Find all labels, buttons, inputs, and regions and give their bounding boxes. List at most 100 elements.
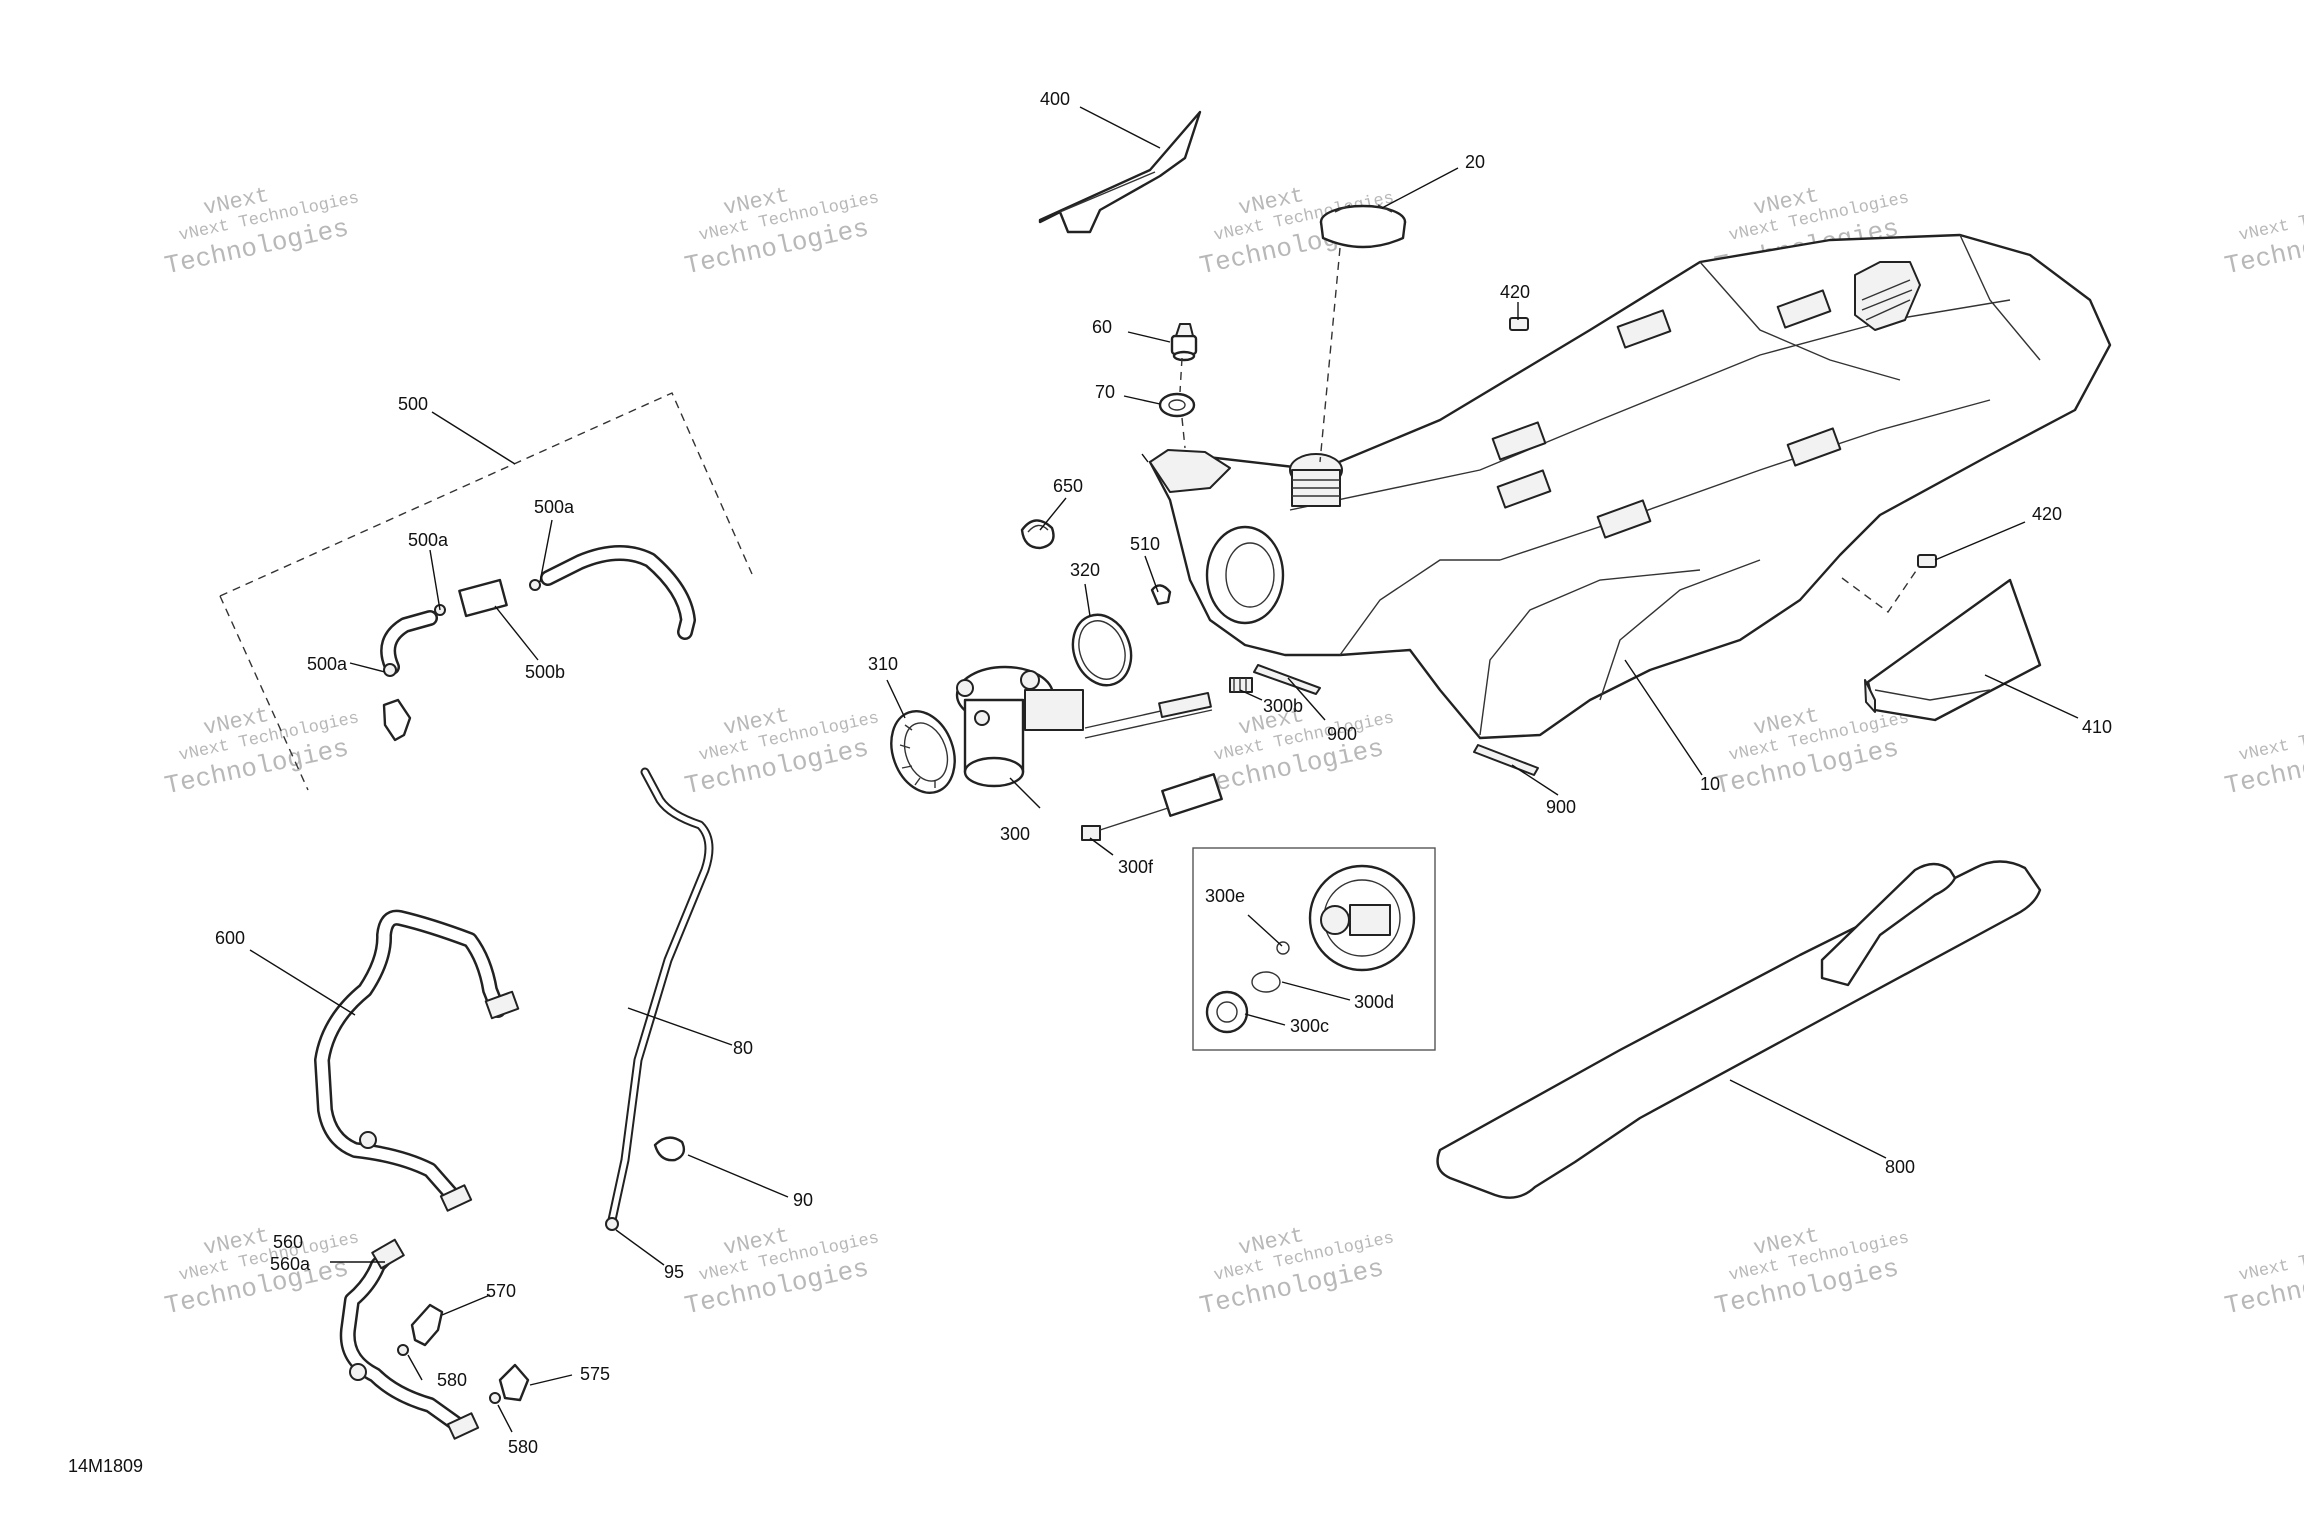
pump-reservoir	[1024, 689, 1084, 731]
leader	[1009, 777, 1041, 809]
hose-560	[339, 1238, 480, 1440]
callout-300b: 300b	[1263, 696, 1303, 716]
hose-body-inner	[316, 912, 504, 1201]
hose-fitting	[446, 1412, 480, 1440]
callout-60: 60	[1092, 317, 1112, 337]
tank-contour	[1499, 399, 1991, 561]
watermark: vNext Technologies Technologies vNext	[162, 703, 361, 801]
clip-420	[1917, 554, 1937, 568]
screw-580	[397, 1344, 409, 1356]
pump-connector	[974, 710, 990, 726]
callout-300e: 300e	[1205, 886, 1245, 906]
inset-pump-block	[1349, 904, 1391, 936]
callout-575: 575	[580, 1364, 610, 1384]
leader	[349, 662, 386, 673]
pump-arm-block	[1158, 691, 1212, 719]
tank-mount-tab	[1496, 469, 1552, 509]
bracket-570	[410, 1303, 444, 1347]
tank-contour	[1599, 559, 1761, 701]
spring-300b	[1229, 677, 1253, 693]
bracket-575	[498, 1363, 530, 1402]
hose-fitting	[371, 1238, 405, 1270]
clamp-650	[1020, 519, 1055, 550]
shield-fold	[1874, 689, 1991, 701]
callout-300c: 300c	[1290, 1016, 1329, 1036]
callout-580: 580	[508, 1437, 538, 1457]
tank-mount-tab	[1776, 289, 1832, 329]
callout-580: 580	[437, 1370, 467, 1390]
leader	[529, 1374, 573, 1386]
callout-400: 400	[1040, 89, 1070, 109]
callout-500b: 500b	[525, 662, 565, 682]
inset-filter-c-inner	[1216, 1001, 1238, 1023]
gasket-inner	[1078, 620, 1126, 680]
watermark: vNext Technologies Technologies	[2222, 1229, 2304, 1321]
line-end-95	[605, 1217, 619, 1231]
leader	[494, 605, 539, 661]
tank-vent-grille-lines	[1861, 279, 1913, 321]
cap-grip	[1334, 204, 1393, 213]
leader	[431, 411, 516, 465]
clip-420	[1509, 317, 1529, 331]
callout-500: 500	[398, 394, 428, 414]
deflector-400	[1038, 110, 1202, 234]
inset-filter-c	[1205, 990, 1249, 1034]
leader	[627, 1007, 733, 1046]
hose-fitting	[439, 1184, 473, 1212]
callout-800: 800	[1885, 1157, 1915, 1177]
fuel-cap	[1319, 204, 1407, 249]
spring-coils	[1233, 678, 1247, 692]
leader	[1127, 331, 1171, 343]
tank-front-lip	[1149, 449, 1231, 493]
hose-fitting	[382, 698, 412, 742]
clip-510	[1150, 584, 1172, 606]
leader	[1247, 914, 1283, 947]
grommet-outer	[1158, 392, 1196, 418]
pump-connector	[1020, 670, 1040, 690]
leader	[1089, 837, 1114, 856]
callout-600: 600	[215, 928, 245, 948]
watermark: vNext Technologies Technologies vNext	[162, 1223, 361, 1321]
leader	[249, 949, 356, 1016]
line-body-inner	[609, 769, 712, 1223]
lock-ring-310	[890, 710, 956, 794]
leader	[1144, 555, 1159, 593]
leader-lines	[249, 106, 2079, 1433]
inset-oring-e	[1276, 941, 1290, 955]
hose-600	[314, 909, 520, 1212]
guide-line-valve	[1179, 357, 1183, 393]
deflector-fold	[1059, 171, 1156, 213]
screw-580	[489, 1392, 501, 1404]
filler-neck-threads	[1292, 479, 1340, 497]
leader	[615, 1229, 665, 1266]
line-80	[605, 767, 714, 1231]
leader	[497, 1404, 513, 1433]
sensor-wire	[1099, 807, 1169, 831]
gasket-320	[1071, 613, 1133, 687]
callout-650: 650	[1053, 476, 1083, 496]
callout-10: 10	[1700, 774, 1720, 794]
hose-fitting	[484, 990, 520, 1020]
hose-long-inner	[542, 547, 694, 638]
callout-70: 70	[1095, 382, 1115, 402]
clamp-90	[653, 1136, 686, 1162]
hose-clamp	[383, 663, 397, 677]
hose-clamp	[359, 1131, 377, 1149]
callout-410: 410	[2082, 717, 2112, 737]
callout-300f: 300f	[1118, 857, 1154, 877]
hose-body	[314, 909, 506, 1203]
hose-clamp	[529, 579, 541, 591]
pump-opening-inner	[1225, 542, 1275, 608]
leader	[441, 1294, 491, 1316]
valve-top	[1175, 323, 1194, 337]
leader	[1624, 659, 1703, 776]
leader	[429, 549, 441, 611]
kit-box	[219, 392, 753, 597]
callout-560: 560	[273, 1232, 303, 1252]
callout-900: 900	[1546, 797, 1576, 817]
leader	[1934, 521, 2026, 561]
leader	[407, 1354, 423, 1381]
callout-500a: 500a	[307, 654, 348, 674]
hose-clamp	[349, 1363, 367, 1381]
callout-510: 510	[1130, 534, 1160, 554]
